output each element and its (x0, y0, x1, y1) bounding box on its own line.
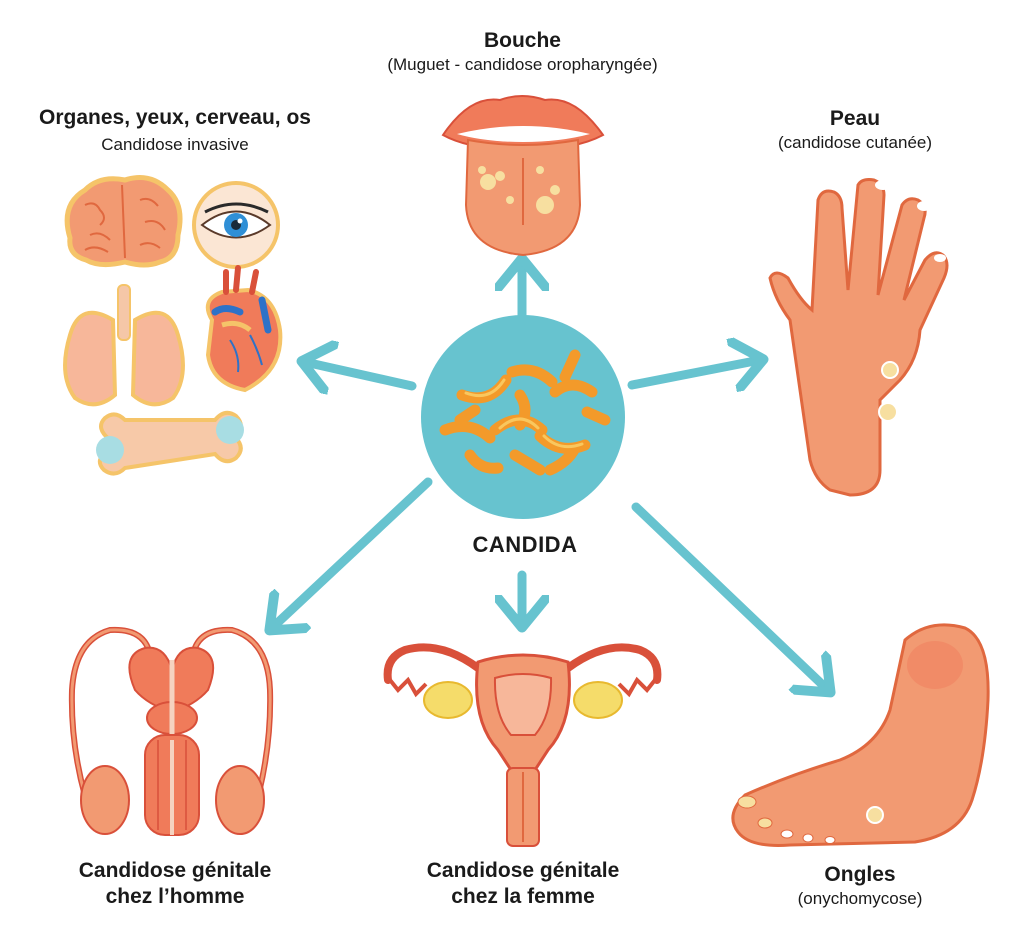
arrow-to-nails (631, 502, 828, 690)
male-title-line1: Candidose génitale (78, 859, 272, 882)
candida-label: CANDIDA (472, 532, 578, 557)
skin-subtitle: (candidose cutanée) (777, 133, 933, 153)
female-reproductive-icon (383, 643, 662, 847)
bone-icon (96, 410, 244, 476)
brain-icon (64, 175, 183, 268)
female-title-line2: chez la femme (451, 885, 595, 909)
male-reproductive-icon (68, 626, 274, 836)
male-label: Candidose génitale chez l’homme (40, 858, 310, 911)
nails-title: Ongles (824, 863, 896, 886)
mouth-label: Bouche (Muguet - candidose oropharyngée) (330, 28, 715, 76)
arrow-to-organs (305, 362, 417, 386)
organs-label: Organes, yeux, cerveau, os Candidose inv… (10, 105, 340, 156)
male-title-line2: chez l’homme (105, 885, 245, 909)
eye-icon (192, 181, 280, 269)
skin-label: Peau (candidose cutanée) (745, 106, 965, 154)
organs-subtitle: Candidose invasive (101, 135, 249, 155)
female-title-line1: Candidose génitale (426, 859, 620, 882)
organs-title: Organes, yeux, cerveau, os (39, 106, 311, 129)
nails-label: Ongles (onychomycose) (760, 862, 960, 910)
female-label: Candidose génitale chez la femme (388, 858, 658, 911)
skin-title: Peau (829, 107, 881, 130)
organs-icon (63, 175, 283, 476)
lungs-icon (63, 284, 185, 407)
heart-icon (205, 265, 283, 393)
candida-circle-icon (421, 315, 625, 519)
arrow-to-male (272, 477, 433, 628)
arrows (272, 262, 828, 690)
mouth-tongue-icon (441, 95, 605, 257)
arrow-to-skin (627, 360, 760, 385)
foot-icon (731, 623, 990, 847)
mouth-subtitle: (Muguet - candidose oropharyngée) (387, 55, 658, 75)
mouth-title: Bouche (483, 29, 561, 52)
hand-icon (768, 178, 949, 497)
nails-subtitle: (onychomycose) (797, 889, 923, 909)
